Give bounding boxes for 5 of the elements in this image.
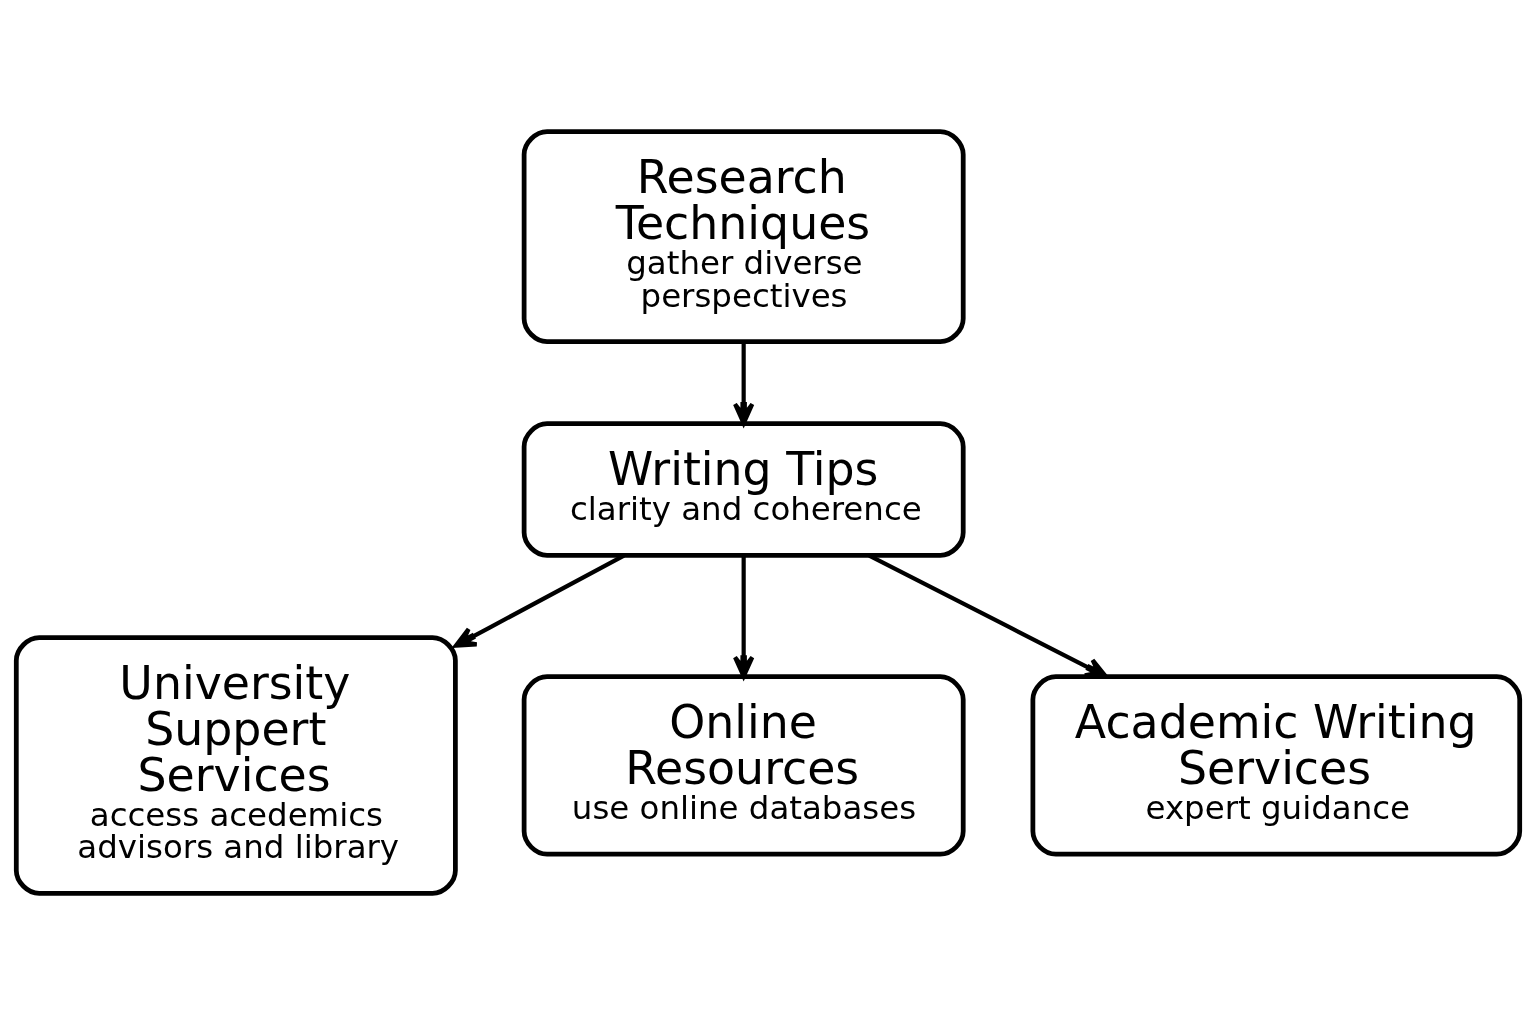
node-box: Writing Tips clarity and coherence [521,420,966,558]
node-box: University Suppert Services access acedemics advisors and library [13,634,458,896]
node-box: Academic Writing Services expert guidance [1030,673,1523,857]
node-box: Research Techniques gather diverse perspectives [521,128,966,344]
node-box: Online Resources use online databases [521,673,966,857]
